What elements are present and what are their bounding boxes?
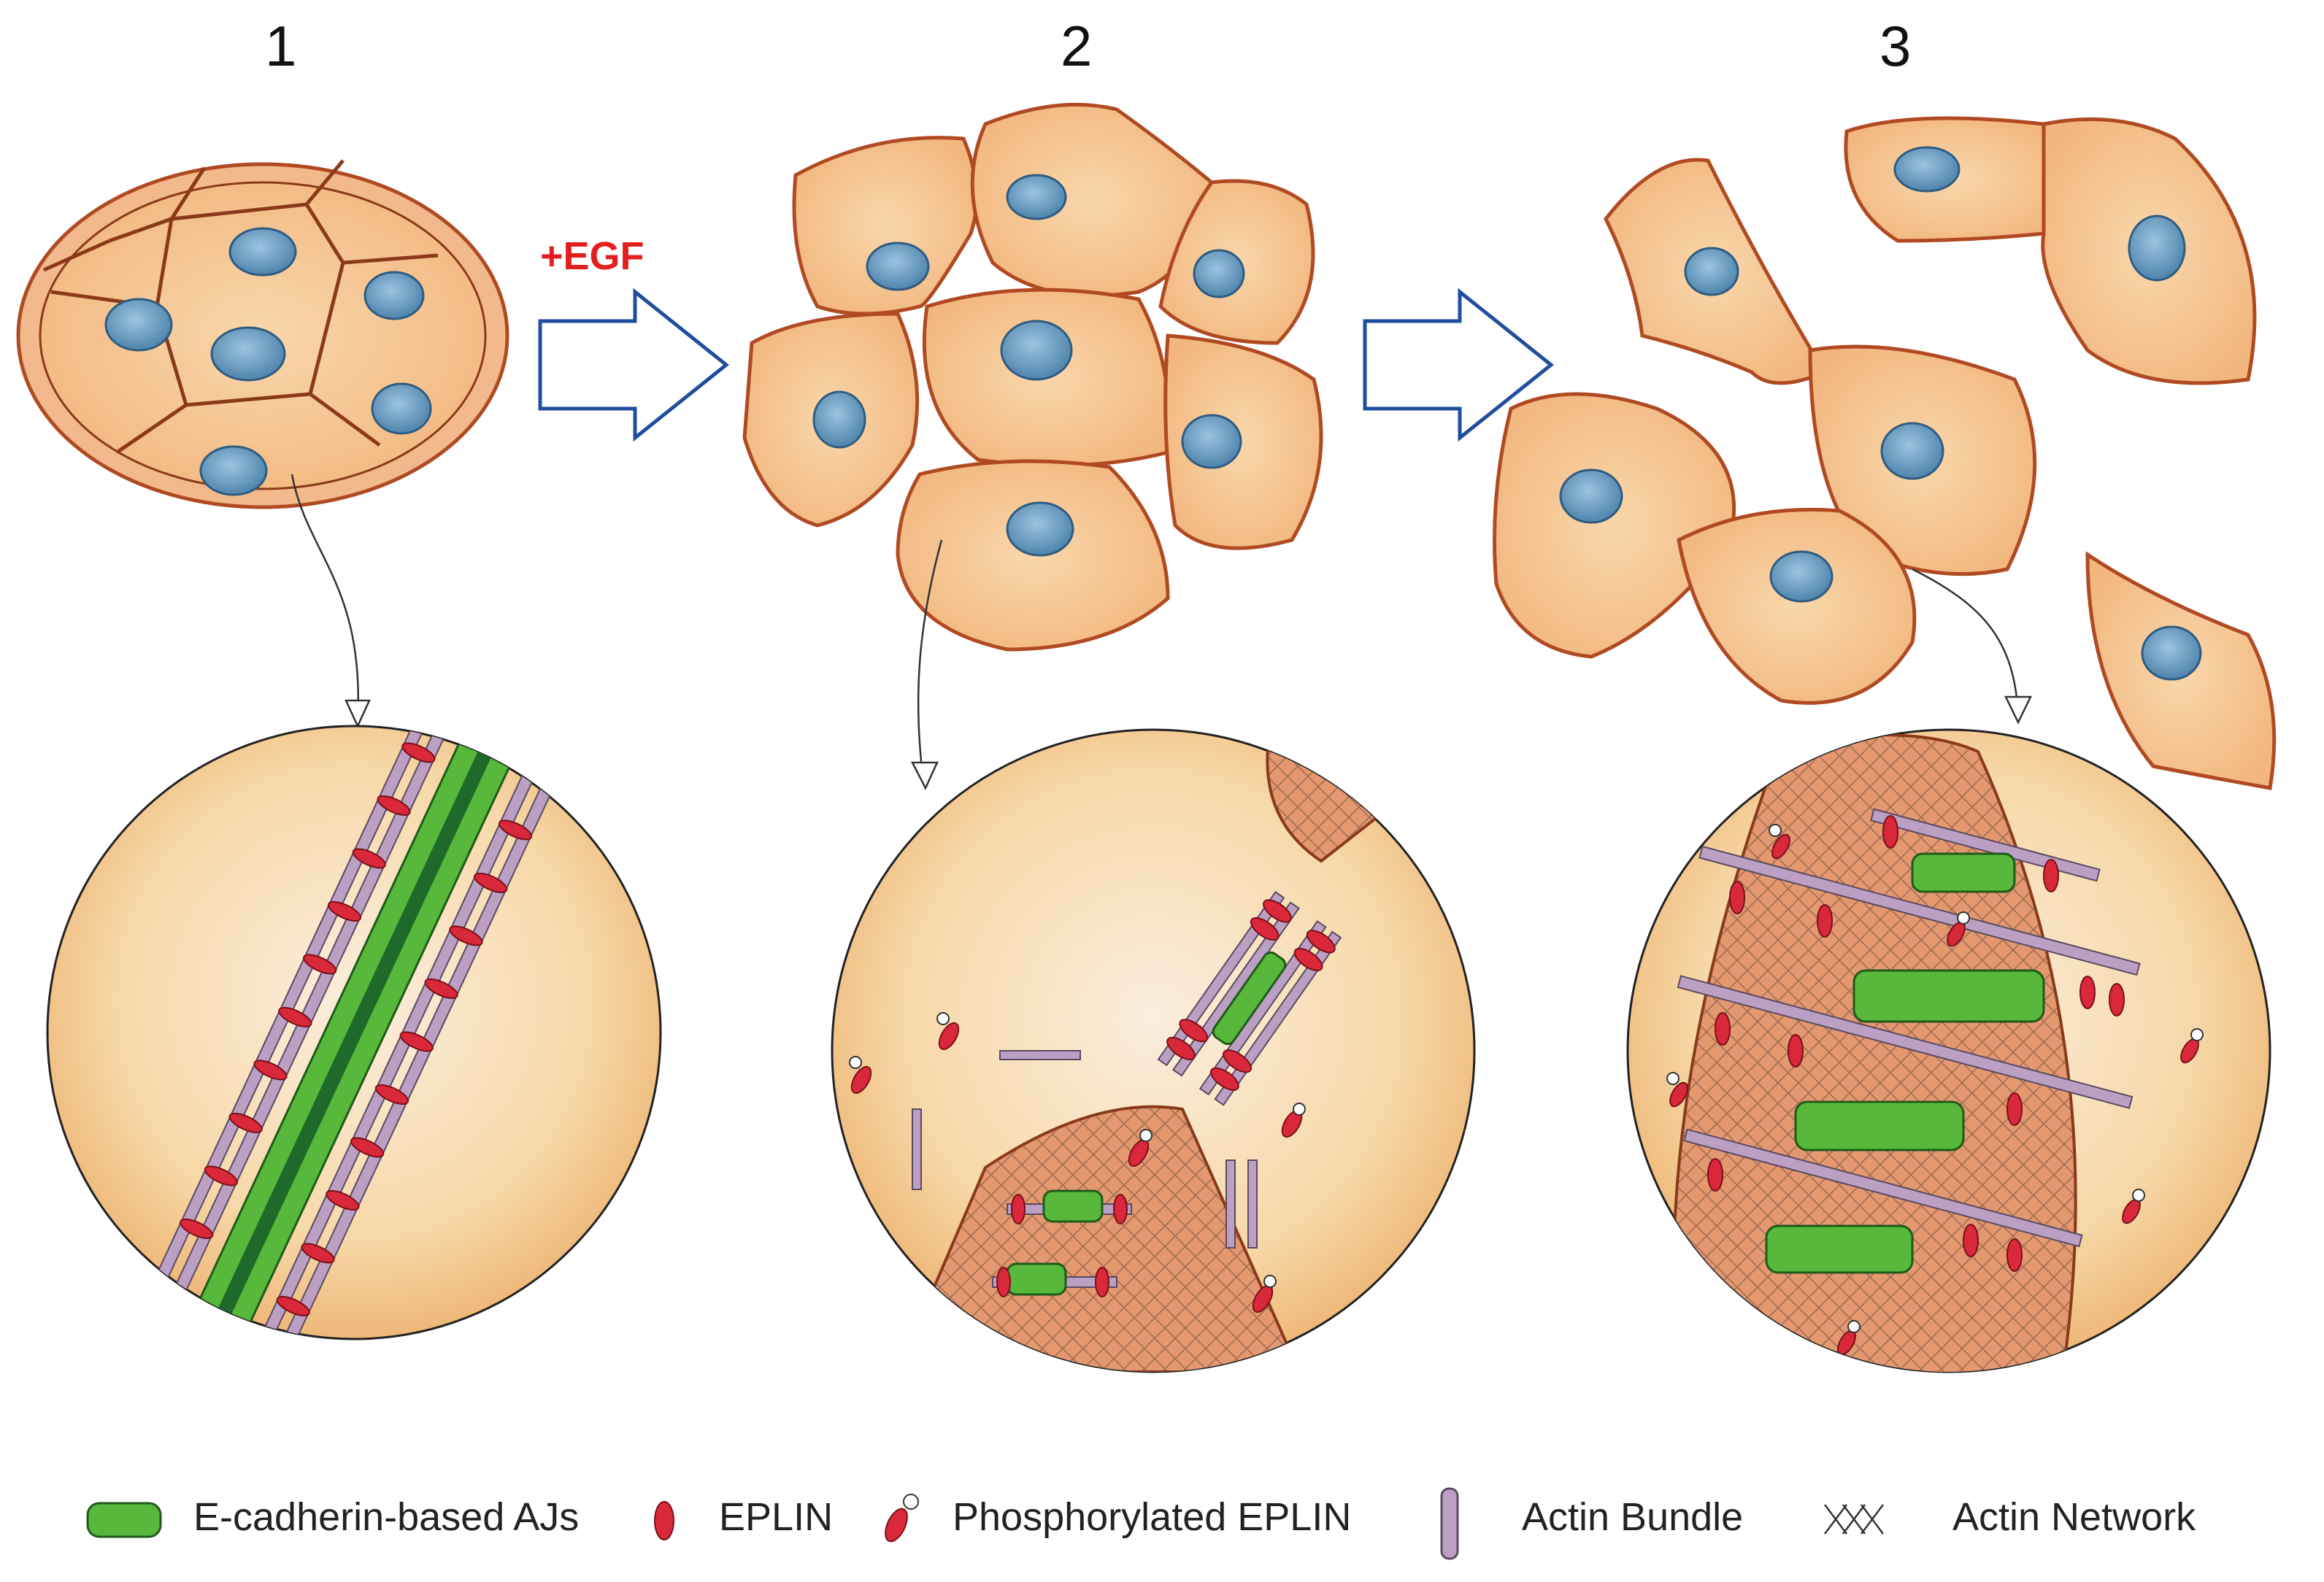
legend-label-actin-network: Actin Network: [1952, 1495, 2196, 1539]
stage-2-zoom-panel: [831, 728, 1476, 1373]
stage-3-scattered-cells: [1493, 116, 2277, 790]
stage-1-nuclei: [104, 227, 432, 496]
legend-label-eplin: EPLIN: [719, 1495, 834, 1539]
crosshatch-icon: [1824, 1504, 1884, 1535]
legend-label-adherens-junctions: E-cadherin-based AJs: [193, 1495, 580, 1539]
stage-2-nuclei: [812, 174, 1245, 557]
stage-1-cell-sheet: [16, 159, 509, 729]
stage-1-label: 1: [265, 14, 297, 78]
stage-3-label: 3: [1879, 14, 1912, 78]
phospho-eplin-icon: [885, 1494, 919, 1543]
legend-label-phosphorylated-eplin: Phosphorylated EPLIN: [953, 1495, 1352, 1539]
green-junction-icon: [86, 1502, 162, 1538]
actin-bar-icon: [1440, 1487, 1459, 1560]
legend-label-actin-bundle: Actin Bundle: [1522, 1495, 1744, 1539]
stage-1-zoom-panel: [46, 698, 662, 1374]
egf-treatment-label: +EGF: [540, 234, 645, 278]
stage-2-cell-cluster: [742, 102, 1323, 790]
arrow-2-to-3: [1363, 288, 1555, 442]
stage-3-zoom-panel: [1626, 728, 2271, 1373]
stage-2-label: 2: [1061, 14, 1093, 78]
red-oval-icon: [654, 1501, 674, 1540]
legend-icons: [86, 1487, 1884, 1560]
arrow-1-to-2: [538, 288, 730, 442]
stage-3-nuclei: [1559, 146, 2202, 681]
